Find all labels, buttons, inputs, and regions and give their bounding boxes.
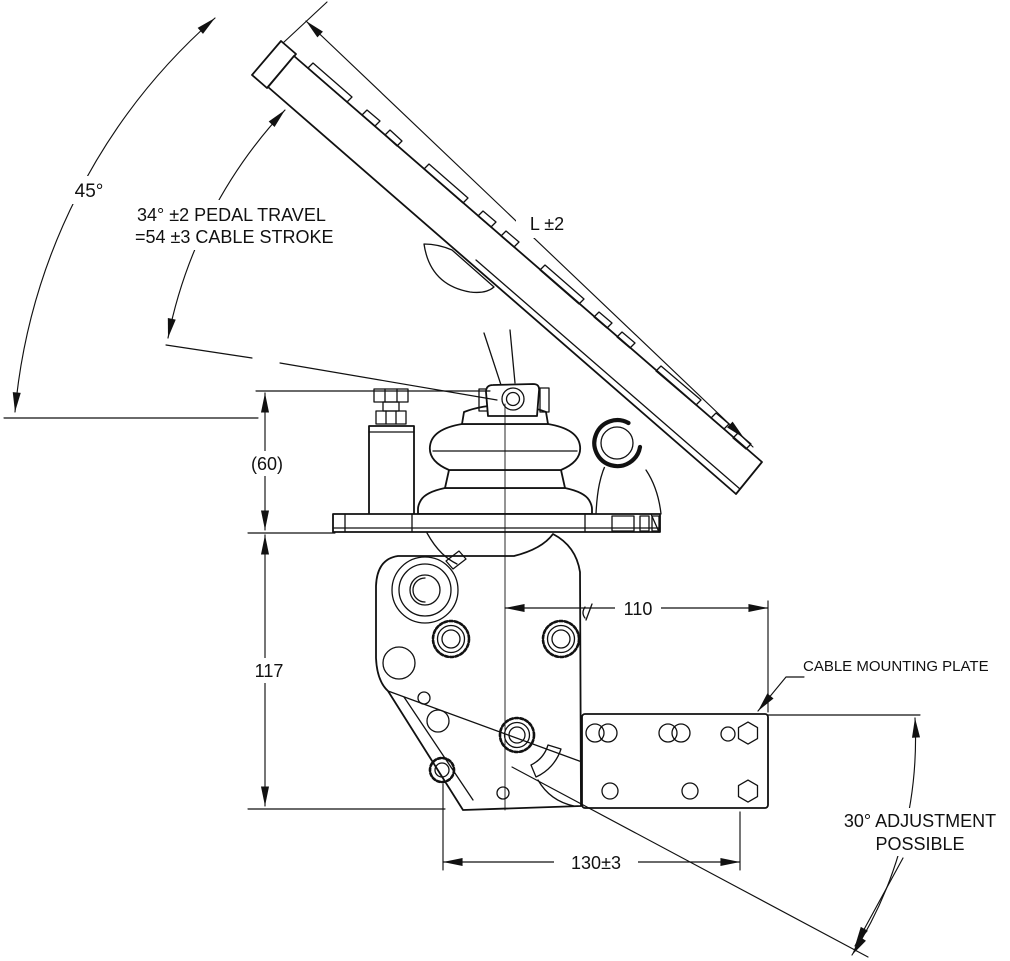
clevis-link-rod xyxy=(483,332,502,386)
label-backgrounds xyxy=(66,176,1008,875)
pivot-hinge xyxy=(590,416,662,515)
label-dim-60: (60) xyxy=(251,454,283,474)
label-pedal-travel-1: 34° ±2 PEDAL TRAVEL xyxy=(137,205,326,225)
label-dim-117: 117 xyxy=(255,661,284,681)
hex-bolt xyxy=(737,779,759,803)
cable-mounting-plate xyxy=(581,713,769,809)
label-adjustment-2: POSSIBLE xyxy=(875,834,964,854)
bracket-hole xyxy=(382,646,416,680)
slot xyxy=(658,723,691,743)
stop-bolt xyxy=(368,388,415,516)
base-plate xyxy=(332,513,661,533)
label-dim-130: 130±3 xyxy=(571,853,621,873)
pedal-end-cap xyxy=(251,40,297,89)
cable-pivot-bolt xyxy=(498,716,536,754)
leader-adjustment xyxy=(854,857,904,947)
hex-bolt xyxy=(737,721,759,745)
stop-bolt-cylinder xyxy=(368,425,415,516)
flange-nut xyxy=(431,619,471,659)
label-45deg: 45° xyxy=(75,181,104,202)
labels: 45° 34° ±2 PEDAL TRAVEL =54 ±3 CABLE STR… xyxy=(75,181,996,873)
flange-nut xyxy=(541,619,581,659)
bracket-body xyxy=(375,533,582,811)
label-adjustment-1: 30° ADJUSTMENT xyxy=(844,811,996,831)
label-pedal-travel-2: =54 ±3 CABLE STROKE xyxy=(135,227,333,247)
leader-cable-plate xyxy=(757,676,805,712)
mounting-bracket xyxy=(375,532,593,811)
flange-nut xyxy=(428,756,456,784)
label-length: L ±2 xyxy=(530,214,564,234)
slot xyxy=(585,723,618,743)
pivot-boss xyxy=(391,556,459,624)
adjustment-line xyxy=(511,766,869,958)
label-dim-110: 110 xyxy=(624,599,653,619)
adjustment-slot xyxy=(530,744,562,778)
label-cable-plate: CABLE MOUNTING PLATE xyxy=(803,658,989,675)
